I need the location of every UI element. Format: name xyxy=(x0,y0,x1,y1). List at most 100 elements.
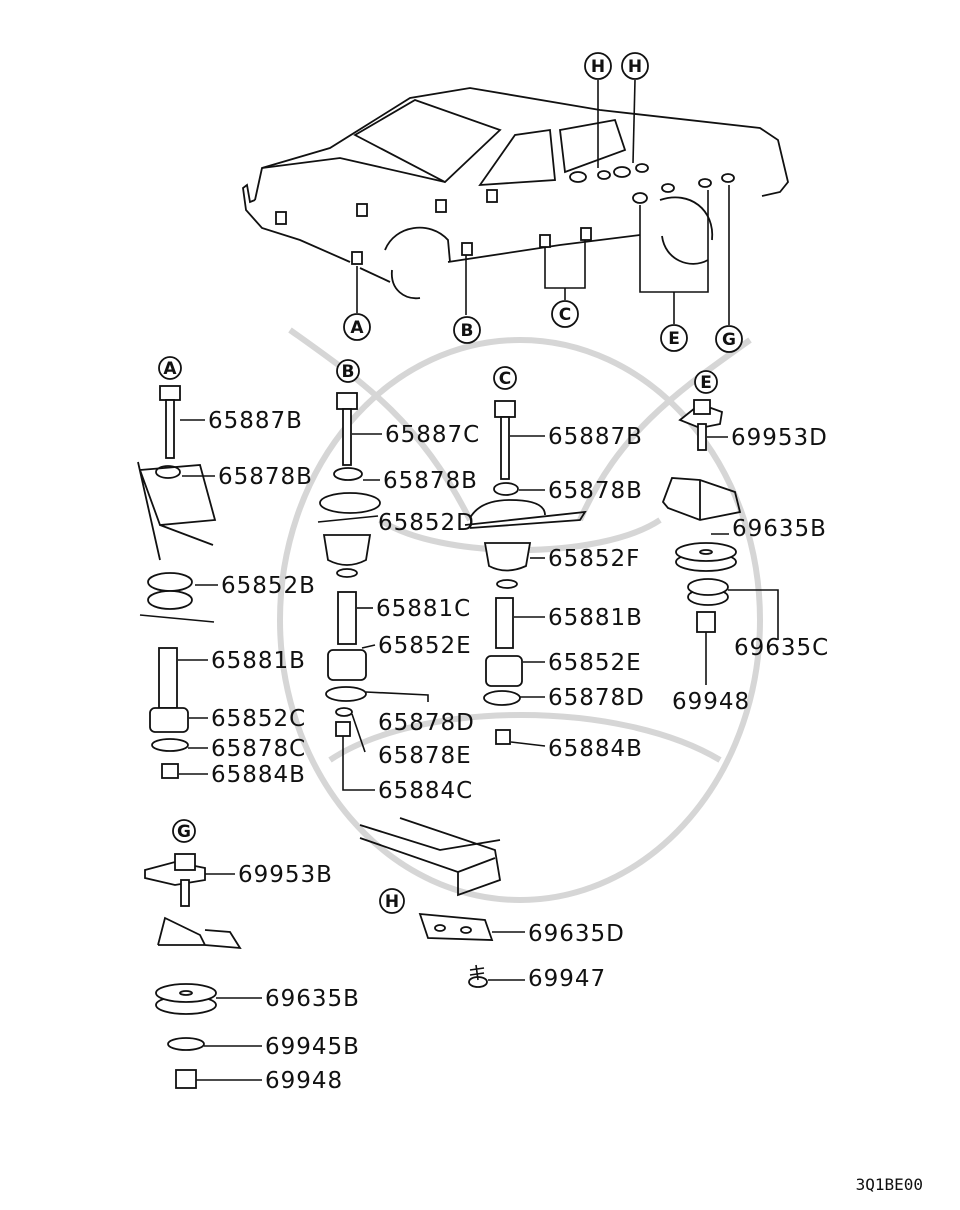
part-label: 65878D xyxy=(548,685,645,711)
rubber-pad-part xyxy=(687,578,729,606)
callout-letter-h: H xyxy=(621,52,649,80)
bushing-part xyxy=(322,534,372,566)
washer-part xyxy=(336,568,358,578)
part-label: 65852E xyxy=(378,633,472,659)
part-label: 69635D xyxy=(528,921,625,947)
callout-letter-c: C xyxy=(551,300,579,328)
callout-letter-h: H xyxy=(379,888,405,914)
collar-part xyxy=(158,647,178,709)
watermark-emblem xyxy=(277,327,763,903)
svg-text:G: G xyxy=(722,330,736,350)
svg-text:B: B xyxy=(461,321,474,341)
part-label: 69948 xyxy=(265,1068,343,1094)
flange-bolt-part xyxy=(144,853,206,907)
washer-part xyxy=(493,482,519,496)
bracket-part xyxy=(157,916,242,950)
bolt-part xyxy=(159,385,181,459)
part-label: 65852E xyxy=(548,650,642,676)
part-label: 65852C xyxy=(211,706,306,732)
tapping-screw-part xyxy=(468,964,488,988)
chassis-rail-part xyxy=(359,817,502,897)
diagram-code: 3Q1BE00 xyxy=(856,1175,923,1194)
washer-part xyxy=(333,467,363,481)
part-label: 69948 xyxy=(672,689,750,715)
rubber-pad-part xyxy=(675,542,737,572)
part-label: 65878B xyxy=(218,464,313,490)
callout-letter-c: C xyxy=(493,366,517,390)
washer-part xyxy=(496,579,518,589)
nut-part xyxy=(161,763,179,779)
nut-part xyxy=(335,721,351,737)
svg-text:C: C xyxy=(499,369,511,389)
svg-text:H: H xyxy=(385,892,399,912)
washer-part xyxy=(483,690,521,706)
part-label: 65878B xyxy=(383,468,478,494)
rubber-pad-part xyxy=(155,983,217,1015)
washer-part xyxy=(335,707,353,717)
flange-bolt-part xyxy=(678,399,724,451)
callout-letter-b: B xyxy=(453,316,481,344)
part-label: 65881C xyxy=(376,596,471,622)
callout-letter-a: A xyxy=(343,313,371,341)
part-label: 65852D xyxy=(378,510,475,536)
part-label: 65852F xyxy=(548,546,640,572)
svg-text:A: A xyxy=(163,359,177,379)
part-label: 65878C xyxy=(211,736,306,762)
nut-part xyxy=(175,1069,197,1089)
nut-part xyxy=(495,729,511,745)
part-label: 65884B xyxy=(548,736,643,762)
car-body-illustration xyxy=(242,79,789,325)
part-label: 65878E xyxy=(378,743,472,769)
bracket-part xyxy=(464,499,587,529)
callout-letter-e: E xyxy=(660,324,688,352)
bracket-part xyxy=(661,477,742,521)
washer-part xyxy=(167,1037,205,1051)
part-label: 65884B xyxy=(211,762,306,788)
collar-part xyxy=(495,597,514,649)
collar-part xyxy=(337,591,357,645)
svg-text:E: E xyxy=(668,329,680,349)
svg-text:G: G xyxy=(177,822,191,842)
bushing-part xyxy=(149,707,189,733)
callout-letter-e: E xyxy=(694,370,718,394)
bolt-part xyxy=(494,400,516,480)
part-label: 65887B xyxy=(208,408,303,434)
washer-part xyxy=(325,686,367,702)
part-label: 65881B xyxy=(211,648,306,674)
svg-text:E: E xyxy=(700,373,712,393)
bushing-part xyxy=(147,572,193,610)
svg-text:H: H xyxy=(628,57,642,77)
part-label: 69953B xyxy=(238,862,333,888)
washer-part xyxy=(151,738,189,752)
bushing-part xyxy=(485,655,523,687)
callout-letter-b: B xyxy=(336,359,360,383)
part-label: 69953D xyxy=(731,425,828,451)
callout-letter-g: G xyxy=(715,325,743,353)
part-label: 65881B xyxy=(548,605,643,631)
bolt-part xyxy=(336,392,358,466)
bushing-part xyxy=(483,542,532,572)
svg-text:A: A xyxy=(350,318,364,338)
callout-letter-g: G xyxy=(172,819,196,843)
part-label: 65878D xyxy=(378,710,475,736)
part-label: 65852B xyxy=(221,573,316,599)
svg-text:B: B xyxy=(342,362,355,382)
spacer-plate-part xyxy=(418,912,494,941)
part-label: 69947 xyxy=(528,966,606,992)
part-label: 69945B xyxy=(265,1034,360,1060)
part-label: 69635C xyxy=(734,635,829,661)
callout-letter-h: H xyxy=(584,52,612,80)
svg-text:C: C xyxy=(559,305,571,325)
bushing-part xyxy=(319,492,381,514)
mount-point-icon xyxy=(275,163,735,265)
part-label: 65887C xyxy=(385,422,480,448)
callout-letter-a: A xyxy=(158,356,182,380)
part-label: 69635B xyxy=(732,516,827,542)
part-label: 65878B xyxy=(548,478,643,504)
nut-part xyxy=(696,611,716,633)
bracket-part xyxy=(137,461,217,561)
part-label: 65884C xyxy=(378,778,473,804)
part-label: 65887B xyxy=(548,424,643,450)
svg-text:H: H xyxy=(591,57,605,77)
